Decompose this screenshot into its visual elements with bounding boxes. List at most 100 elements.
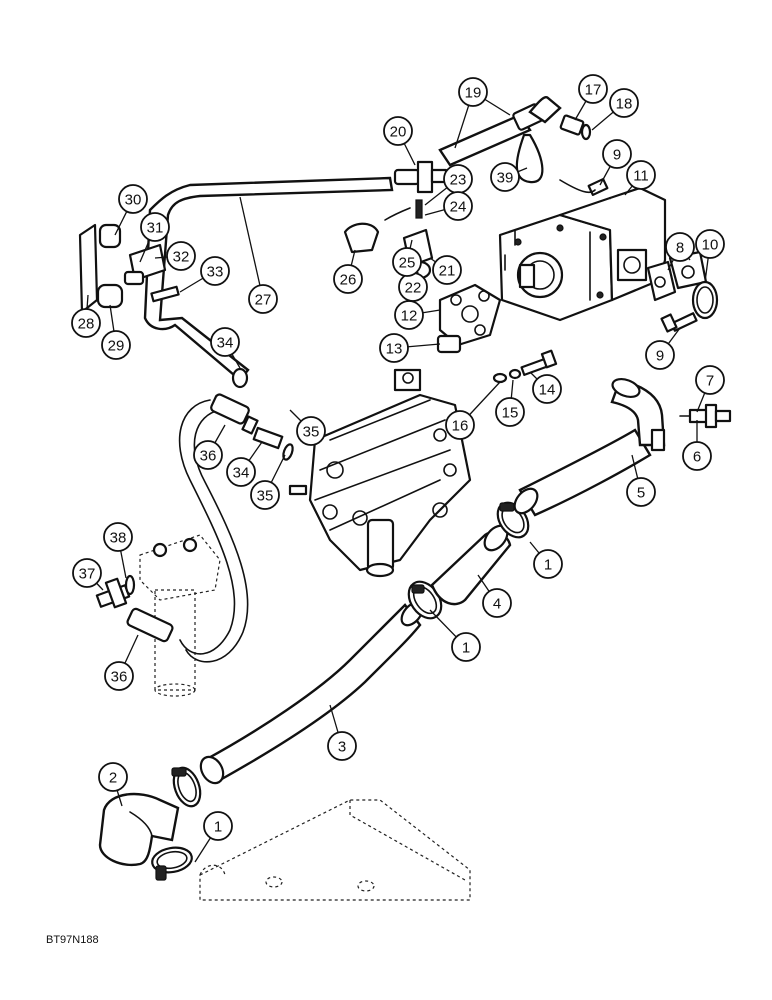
callout-number: 24: [450, 199, 467, 216]
callout-11: 11: [626, 160, 656, 190]
callout-number: 7: [706, 373, 714, 390]
flange-bolt: [660, 312, 698, 333]
callout-29: 29: [101, 330, 131, 360]
callout-number: 37: [79, 566, 96, 583]
pump-fitting-upper: [559, 177, 609, 197]
callout-30: 30: [118, 184, 148, 214]
callout-38: 38: [103, 522, 133, 552]
callout-4: 4: [482, 588, 512, 618]
callout-number: 35: [257, 488, 274, 505]
callout-24: 24: [443, 191, 473, 221]
callout-number: 8: [676, 240, 684, 257]
callout-circle: [451, 632, 481, 662]
callout-17: 17: [578, 74, 608, 104]
callout-20: 20: [383, 116, 413, 146]
callout-circle: [443, 191, 473, 221]
callout-circle: [203, 811, 233, 841]
callout-9: 9: [645, 340, 675, 370]
hose-adapter-17: [559, 114, 592, 141]
filter-assembly: [139, 534, 221, 697]
hose-end-fitting-upper: [210, 393, 259, 435]
callout-circle: [250, 480, 280, 510]
callout-5: 5: [626, 477, 656, 507]
callout-circle: [695, 365, 725, 395]
callout-number: 23: [450, 172, 467, 189]
callout-21: 21: [432, 255, 462, 285]
callout-number: 36: [111, 669, 128, 686]
callout-circle: [226, 457, 256, 487]
callout-34: 34: [226, 457, 256, 487]
callout-39: 39: [490, 162, 520, 192]
callout-8: 8: [665, 232, 695, 262]
callout-number: 1: [214, 819, 222, 836]
o-ring: [691, 280, 719, 320]
callout-number: 11: [633, 168, 649, 185]
callout-circle: [626, 477, 656, 507]
hose-clamp-lower: [151, 766, 202, 881]
callout-number: 14: [539, 382, 556, 399]
callout-1: 1: [451, 632, 481, 662]
callout-number: 36: [200, 448, 217, 465]
callout-32: 32: [166, 241, 196, 271]
callout-circle: [432, 255, 462, 285]
callout-33: 33: [200, 256, 230, 286]
hose-end-fitting-lower: [126, 607, 174, 643]
callout-number: 12: [401, 308, 418, 325]
callout-circle: [609, 88, 639, 118]
upper-pressure-hose: [438, 96, 562, 167]
pump-inlet-tube: [513, 377, 666, 517]
callout-circle: [200, 256, 230, 286]
callout-36: 36: [193, 440, 223, 470]
relief-valve-parts: [343, 199, 434, 280]
flange-bolt-set: [492, 349, 558, 384]
callout-number: 30: [125, 192, 142, 209]
callout-circle: [533, 549, 563, 579]
callout-circle: [71, 308, 101, 338]
elbow-fitting-right: [679, 403, 732, 429]
callout-number: 4: [493, 596, 501, 613]
callout-number: 31: [147, 220, 164, 237]
callout-1: 1: [203, 811, 233, 841]
callout-35: 35: [250, 480, 280, 510]
callout-15: 15: [495, 397, 525, 427]
pump-outlet-flange: [436, 283, 502, 354]
callout-number: 5: [637, 485, 645, 502]
callout-number: 22: [405, 280, 422, 297]
callout-23: 23: [443, 164, 473, 194]
callout-number: 1: [544, 557, 552, 574]
callout-number: 27: [255, 292, 272, 309]
callout-number: 20: [390, 124, 407, 141]
return-hose: [178, 399, 249, 663]
callout-number: 10: [702, 237, 719, 254]
callout-12: 12: [394, 300, 424, 330]
reservoir-outline: [199, 799, 471, 901]
callout-circle: [392, 247, 422, 277]
callout-19: 19: [458, 77, 488, 107]
callout-number: 39: [497, 170, 514, 187]
callout-26: 26: [333, 264, 363, 294]
suction-tube: [199, 601, 424, 785]
callout-number: 25: [399, 255, 416, 272]
callout-circle: [458, 77, 488, 107]
callout-circle: [166, 241, 196, 271]
callout-circle: [103, 522, 133, 552]
tube-clamp-bracket: [78, 223, 180, 314]
callout-circle: [445, 410, 475, 440]
callout-number: 33: [207, 264, 224, 281]
callout-31: 31: [140, 212, 170, 242]
callout-number: 9: [613, 147, 621, 164]
callout-9: 9: [602, 139, 632, 169]
callout-number: 29: [108, 338, 125, 355]
callout-number: 3: [338, 739, 346, 756]
tee-fitting: [95, 574, 136, 609]
callout-25: 25: [392, 247, 422, 277]
callout-number: 32: [173, 249, 190, 266]
callout-number: 34: [217, 335, 234, 352]
pressure-line-tube: [143, 176, 394, 389]
callout-circle: [532, 374, 562, 404]
figure-reference-code: BT97N188: [46, 934, 99, 946]
adapter-fitting-lower: [252, 426, 294, 461]
callout-number: 26: [340, 272, 357, 289]
